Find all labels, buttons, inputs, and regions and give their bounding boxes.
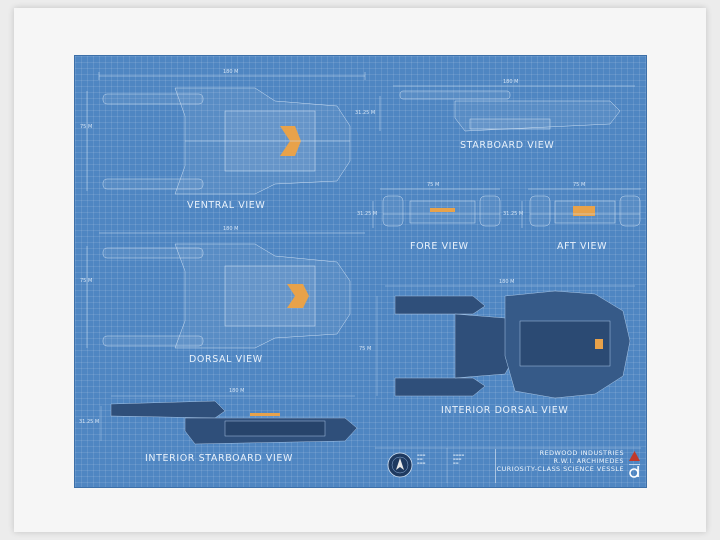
dorsal-width-dim: 75 M — [80, 278, 93, 284]
ship-class: CURIOSITY-CLASS SCIENCE VESSLE — [496, 465, 624, 473]
dorsal-length-dim: 180 M — [223, 226, 239, 232]
ship-name: R.W.I. ARCHIMEDES — [553, 457, 624, 465]
starboard-length-dim: 180 M — [503, 79, 519, 85]
dorsal-view-label: DORSAL VIEW — [189, 354, 263, 365]
interior-starboard-length-dim: 180 M — [229, 388, 245, 394]
dorsal-ship-drawing — [86, 232, 365, 349]
fore-ship-drawing — [372, 188, 501, 228]
ventral-view-label: VENTRAL VIEW — [187, 200, 266, 211]
fine-print-right: ▬▬▬▬▬▬▬▬▬ — [453, 453, 465, 465]
interior-dorsal-view-label: INTERIOR DORSAL VIEW — [441, 405, 569, 416]
blueprint-drawings — [86, 72, 641, 483]
aft-ship-drawing — [521, 188, 641, 228]
starboard-view-label: STARBOARD VIEW — [460, 140, 555, 151]
interior-dorsal-drawing — [376, 285, 635, 399]
aft-view-label: AFT VIEW — [557, 241, 608, 252]
title-block: REDWOOD INDUSTRIES R.W.I. ARCHIMEDES CUR… — [495, 449, 642, 483]
aft-width-dim: 75 M — [573, 182, 586, 188]
ventral-width-dim: 75 M — [80, 124, 93, 130]
interior-starboard-height-dim: 31.25 M — [79, 419, 100, 425]
interior-starboard-drawing — [100, 395, 358, 445]
aft-height-dim: 31.25 M — [503, 211, 524, 217]
fore-width-dim: 75 M — [427, 182, 440, 188]
starboard-ship-drawing — [379, 85, 635, 132]
fore-view-label: FORE VIEW — [410, 241, 469, 252]
starboard-height-dim: 31.25 M — [355, 110, 376, 116]
interior-dorsal-length-dim: 180 M — [499, 279, 515, 285]
fore-height-dim: 31.25 M — [357, 211, 378, 217]
ventral-ship-drawing — [86, 72, 366, 195]
blueprint-sheet: 180 M 75 M 180 M 31.25 M 75 M 31.25 M 75… — [74, 55, 647, 488]
fine-print-left: ▬▬▬▬▬▬▬▬ — [417, 453, 426, 465]
ventral-length-dim: 180 M — [223, 69, 239, 75]
interior-starboard-view-label: INTERIOR STARBOARD VIEW — [145, 453, 294, 464]
company-name: REDWOOD INDUSTRIES — [539, 449, 624, 457]
interior-dorsal-width-dim: 75 M — [359, 346, 372, 352]
redwood-logo-icon — [629, 451, 640, 478]
starfleet-emblem-icon — [387, 452, 413, 478]
